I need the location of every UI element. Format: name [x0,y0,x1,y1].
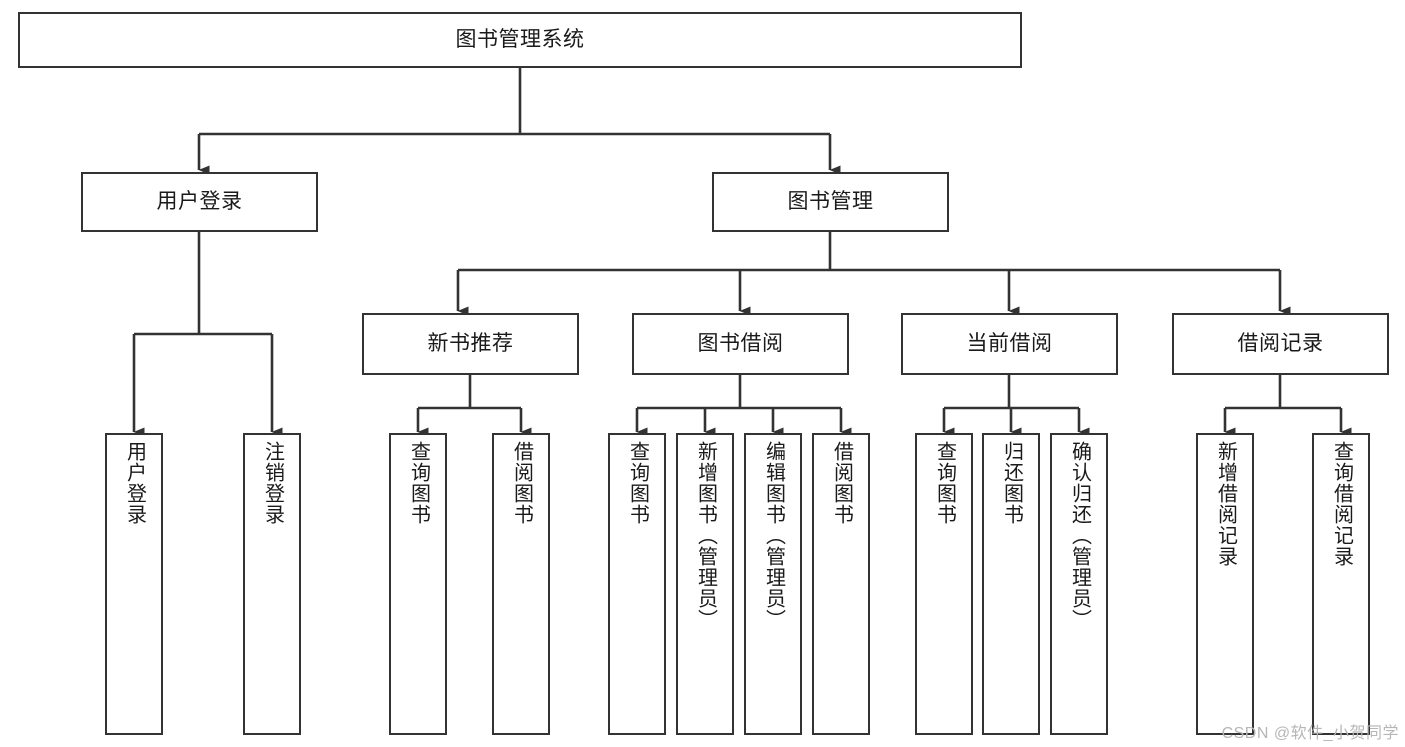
watermark: CSDN @软件_小贺同学 [1221,725,1399,742]
node-current-borrow[interactable]: 当前借阅 [901,313,1118,375]
node-leaf-query-book-current-label: 查询图书 [933,441,956,525]
node-leaf-query-record-label: 查询借阅记录 [1330,441,1353,567]
node-leaf-confirm-return-label: 确认归还（管理员） [1068,441,1091,630]
node-leaf-query-book-recommend-label: 查询图书 [407,441,430,525]
node-book-borrow[interactable]: 图书借阅 [632,313,849,375]
node-book-management[interactable]: 图书管理 [712,172,949,232]
node-leaf-query-book-borrow[interactable]: 查询图书 [608,433,666,735]
node-borrow-record-label: 借阅记录 [1237,331,1324,355]
node-leaf-edit-book[interactable]: 编辑图书（管理员） [744,433,802,735]
node-root-label: 图书管理系统 [455,27,585,51]
node-leaf-return-book-label: 归还图书 [1000,441,1023,525]
node-leaf-query-book-recommend[interactable]: 查询图书 [389,433,447,735]
node-borrow-record[interactable]: 借阅记录 [1172,313,1389,375]
node-new-book-recommend-label: 新书推荐 [427,331,514,355]
node-book-management-label: 图书管理 [787,189,874,213]
node-leaf-query-book-current[interactable]: 查询图书 [915,433,973,735]
node-book-borrow-label: 图书借阅 [697,331,784,355]
node-leaf-logout-label: 注销登录 [261,441,284,525]
node-leaf-query-record[interactable]: 查询借阅记录 [1312,433,1370,735]
node-leaf-borrow-book-recommend[interactable]: 借阅图书 [492,433,550,735]
node-leaf-user-login-label: 用户登录 [123,441,146,525]
node-leaf-borrow-book-label: 借阅图书 [830,441,853,525]
node-leaf-add-record[interactable]: 新增借阅记录 [1196,433,1254,735]
node-leaf-query-book-borrow-label: 查询图书 [626,441,649,525]
node-leaf-user-login[interactable]: 用户登录 [105,433,163,735]
node-leaf-add-record-label: 新增借阅记录 [1214,441,1237,567]
node-leaf-confirm-return[interactable]: 确认归还（管理员） [1050,433,1108,735]
node-leaf-borrow-book-recommend-label: 借阅图书 [510,441,533,525]
node-new-book-recommend[interactable]: 新书推荐 [362,313,579,375]
node-current-borrow-label: 当前借阅 [966,331,1053,355]
node-user-login-label: 用户登录 [156,189,243,213]
node-user-login[interactable]: 用户登录 [81,172,318,232]
node-leaf-add-book[interactable]: 新增图书（管理员） [676,433,734,735]
node-root[interactable]: 图书管理系统 [18,12,1022,68]
node-leaf-logout[interactable]: 注销登录 [243,433,301,735]
node-leaf-edit-book-label: 编辑图书（管理员） [762,441,785,630]
node-leaf-borrow-book[interactable]: 借阅图书 [812,433,870,735]
node-leaf-return-book[interactable]: 归还图书 [982,433,1040,735]
node-leaf-add-book-label: 新增图书（管理员） [694,441,717,630]
